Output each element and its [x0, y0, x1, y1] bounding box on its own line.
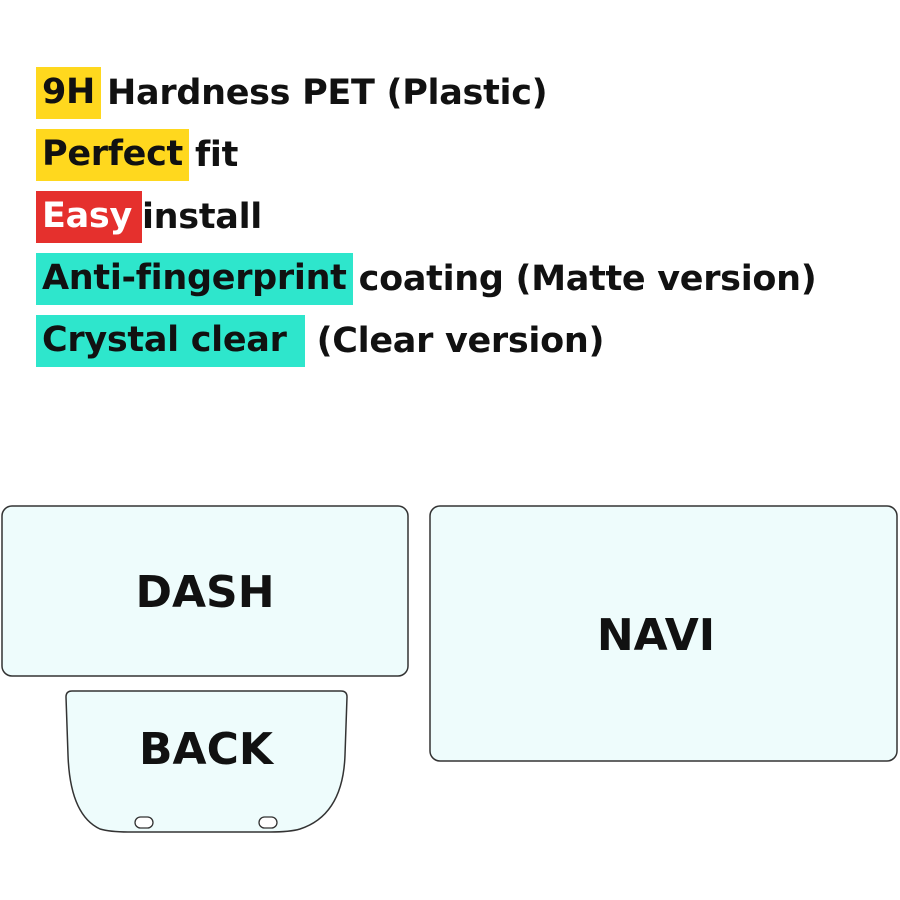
feature-fit-highlight: Perfect — [36, 129, 189, 181]
feature-coating: Anti-fingerprint coating (Matte version) — [36, 252, 876, 306]
feature-fit: Perfect fit — [36, 128, 876, 182]
feature-clear-text: (Clear version) — [316, 321, 605, 361]
back-panel-shape — [65, 690, 348, 833]
screen-protector-diagram: DASH NAVI BACK — [0, 500, 900, 840]
back-left-slot-icon — [134, 816, 154, 829]
feature-list: 9H Hardness PET (Plastic) Perfect fit Ea… — [36, 66, 876, 376]
feature-coating-text: coating (Matte version) — [358, 259, 817, 299]
feature-install-highlight: Easy — [36, 191, 142, 243]
feature-install-text: install — [141, 197, 262, 237]
navi-panel: NAVI — [429, 505, 898, 762]
feature-clear-highlight: Crystal clear — [36, 315, 305, 367]
back-label: BACK — [139, 724, 275, 775]
feature-hardness: 9H Hardness PET (Plastic) — [36, 66, 876, 120]
back-panel: BACK — [65, 690, 348, 833]
feature-fit-text: fit — [195, 135, 239, 175]
feature-hardness-text: Hardness PET (Plastic) — [107, 73, 548, 113]
navi-panel-shape — [429, 505, 898, 762]
back-right-slot-icon — [258, 816, 278, 829]
protector-shapes: DASH NAVI BACK — [1, 505, 898, 833]
feature-install: Easy install — [36, 190, 876, 244]
dash-panel-shape — [1, 505, 409, 677]
feature-hardness-highlight: 9H — [36, 67, 102, 119]
dash-label: DASH — [135, 567, 274, 618]
dash-panel: DASH — [1, 505, 409, 677]
navi-label: NAVI — [597, 610, 715, 661]
feature-coating-highlight: Anti-fingerprint — [36, 253, 353, 305]
feature-clear: Crystal clear (Clear version) — [36, 314, 876, 368]
